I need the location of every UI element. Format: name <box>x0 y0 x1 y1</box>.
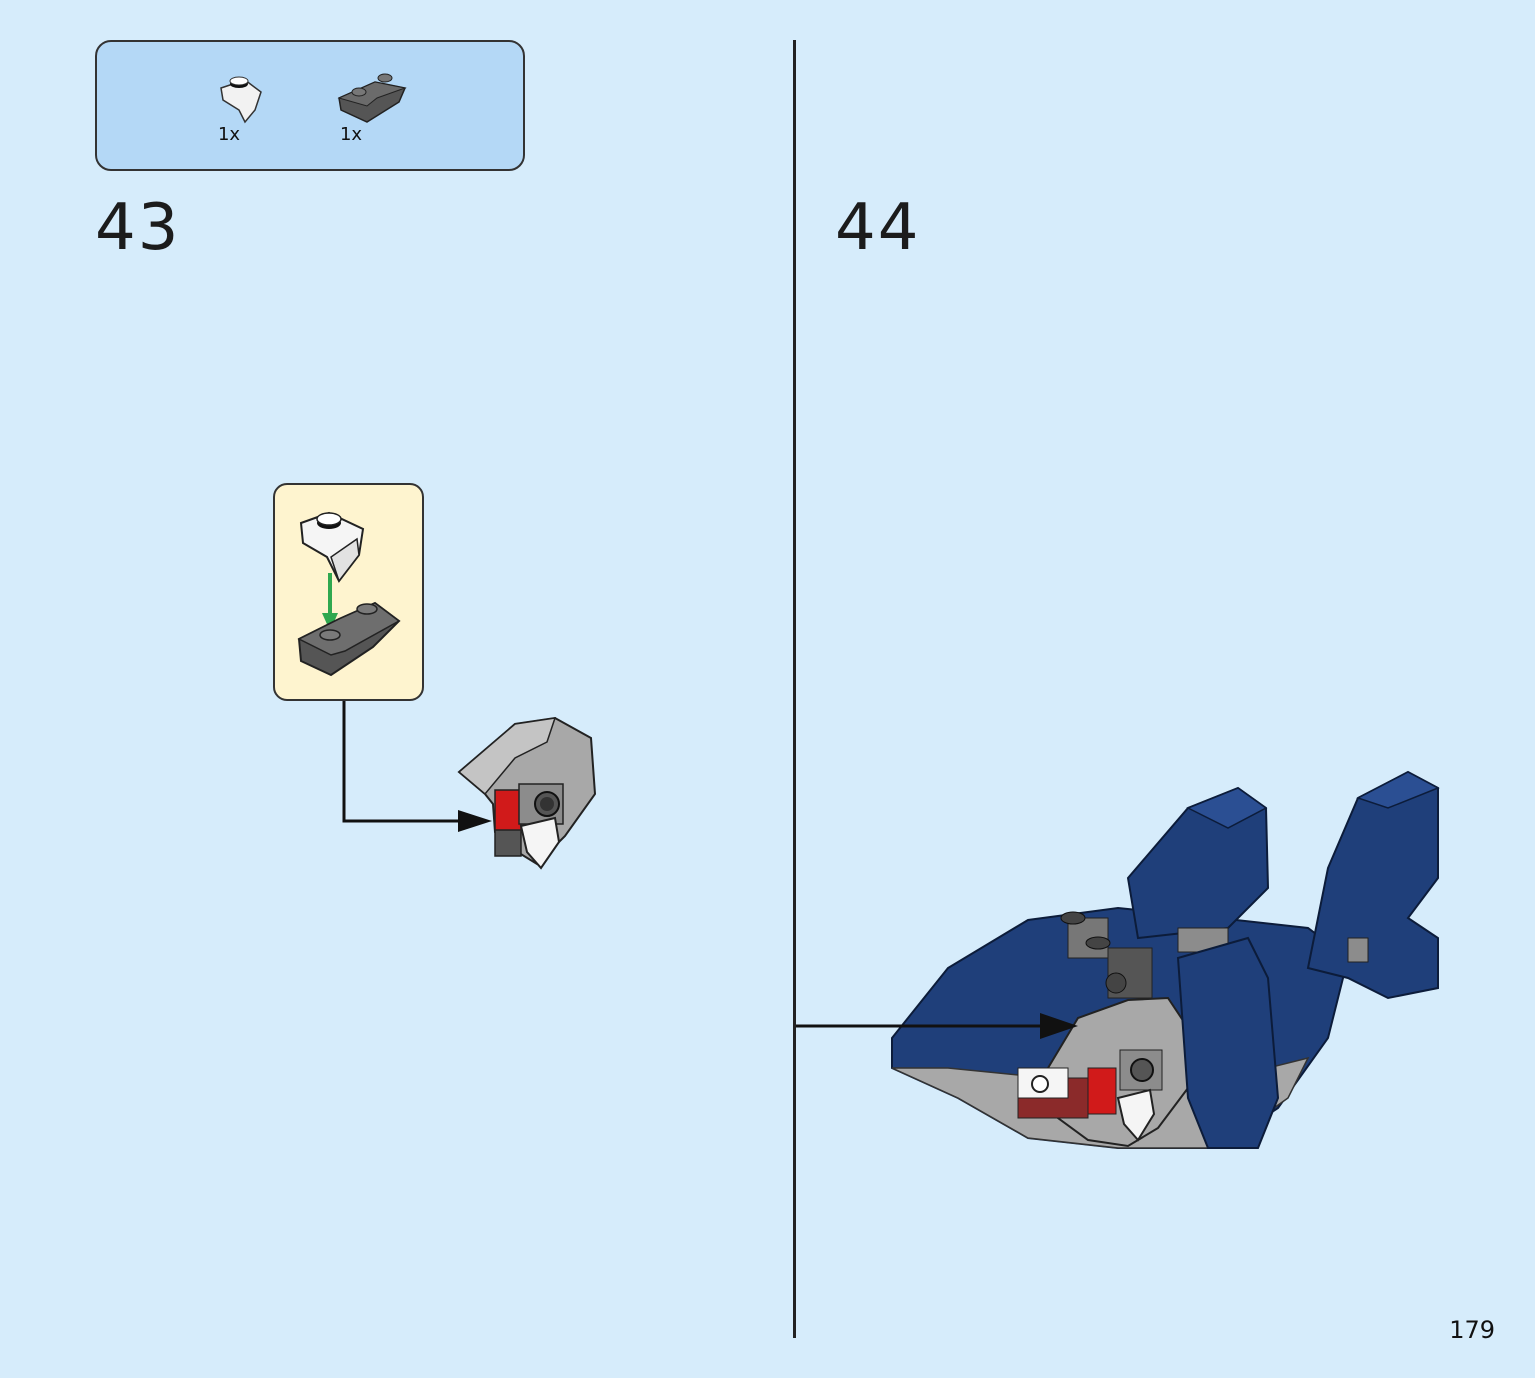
part-quantity: 1x <box>217 124 241 145</box>
part-quantity: 1x <box>339 124 363 145</box>
dark-gray-inverted-slope-icon <box>337 73 407 123</box>
step-44-model-illustration <box>891 770 1440 1149</box>
step-number-44: 44 <box>835 191 921 265</box>
white-curved-tooth-plate-icon <box>220 76 262 124</box>
sub-assembly-illustration <box>297 511 401 677</box>
step-divider <box>793 40 796 1338</box>
parts-list-box: 1x 1x <box>95 40 525 171</box>
step-number-43: 43 <box>95 191 181 265</box>
step-43-model-illustration <box>457 716 597 870</box>
page-number: 179 <box>1449 1316 1495 1344</box>
sub-assembly-callout <box>273 483 424 701</box>
